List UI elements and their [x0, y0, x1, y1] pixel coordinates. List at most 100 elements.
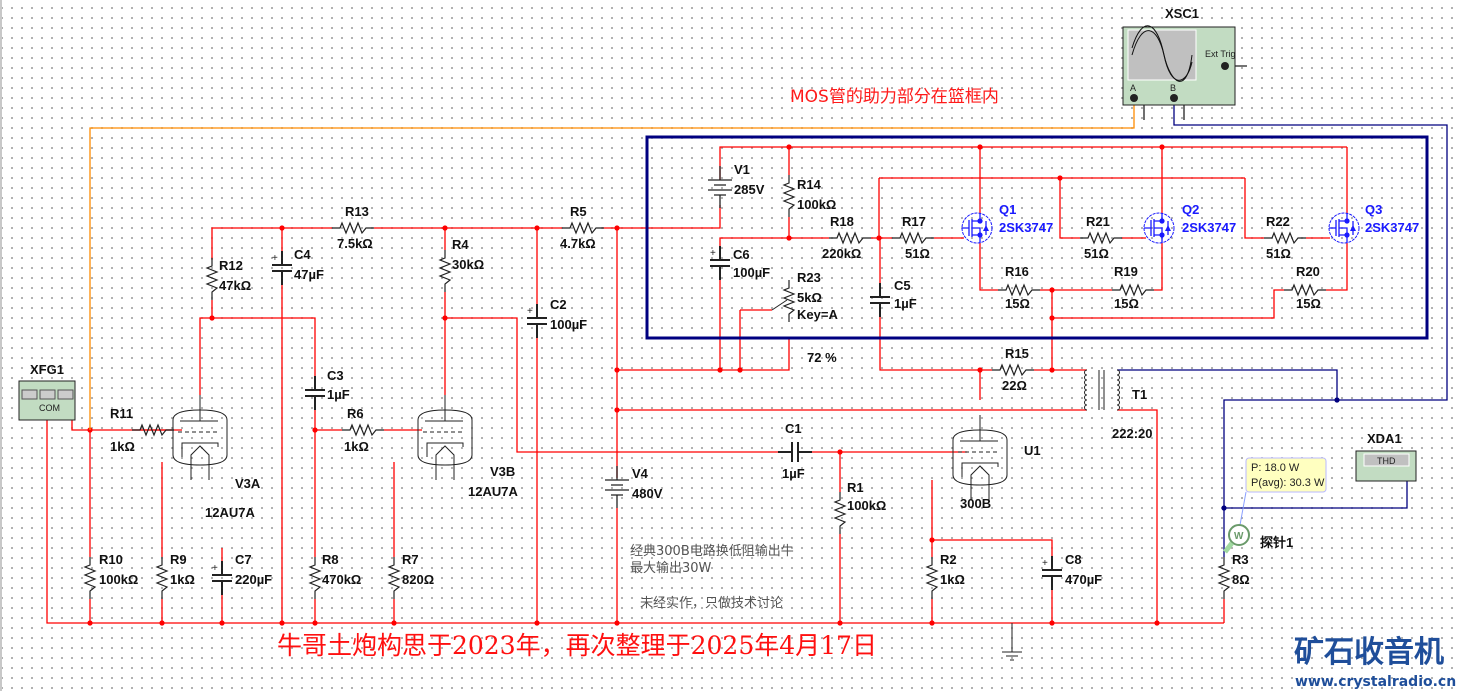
oscilloscope-xsc1[interactable]: Ext Trig A B XSC1: [1122, 6, 1236, 106]
battery-v4: [605, 466, 629, 508]
r19-value: 15Ω: [1114, 296, 1139, 311]
square-wave-icon[interactable]: [21, 389, 38, 400]
v3a-ref: V3A: [235, 476, 261, 491]
junction-dot: [876, 235, 882, 241]
plates: [710, 246, 730, 280]
junction-dot: [1221, 505, 1227, 511]
body-diode: [983, 225, 989, 231]
channel-b-label: B: [1170, 83, 1176, 93]
mosfet-symbol: [1144, 213, 1169, 243]
q2-value: 2SK3747: [1182, 220, 1236, 235]
plates: [870, 283, 890, 317]
r12-ref: R12: [219, 258, 243, 273]
wires: [46, 65, 1448, 626]
r2-value: 1kΩ: [940, 572, 965, 587]
junction-dot: [1049, 315, 1055, 321]
plates: [212, 561, 232, 595]
c4-value: 47µF: [294, 267, 324, 282]
mos-note: MOS管的助力部分在篮框内: [790, 87, 999, 107]
junction-dot: [279, 225, 285, 231]
wire: [46, 420, 1224, 624]
junction-dot: [534, 620, 540, 626]
r8-value: 470kΩ: [322, 572, 361, 587]
potentiometer-r23: [782, 280, 796, 322]
r8-ref: R8: [322, 552, 339, 567]
resistor-r15: [992, 363, 1034, 377]
heater: [435, 445, 455, 480]
channel-a-label: A: [1130, 83, 1136, 93]
battery-v1: [708, 166, 732, 208]
r9-ref: R9: [170, 552, 187, 567]
probe-power: P: 18.0 W: [1251, 462, 1300, 474]
r14-ref: R14: [797, 177, 822, 192]
resistor-r14: [782, 175, 796, 217]
schematic-title: 牛哥土炮构思于2023年，再次整理于2025年4月17日: [277, 631, 877, 660]
t1-ref: T1: [1132, 387, 1147, 402]
channel-a-terminal[interactable]: [1130, 94, 1138, 102]
heater: [970, 465, 990, 500]
distortion-analyzer-xda1[interactable]: THD XDA1: [1355, 431, 1417, 482]
function-generator-xfg1[interactable]: COM XFG1: [18, 362, 76, 421]
r6-value: 1kΩ: [344, 439, 369, 454]
tube-v3a: [172, 395, 228, 480]
r3-ref: R3: [1232, 552, 1249, 567]
wire: [1117, 409, 1158, 623]
resistor-r22: [1264, 231, 1306, 245]
r17-ref: R17: [902, 214, 926, 229]
junction-dot: [209, 315, 215, 321]
r20-value: 15Ω: [1296, 296, 1321, 311]
capacitor-c3: [305, 376, 325, 410]
v4-ref: V4: [632, 466, 649, 481]
r1-value: 100kΩ: [847, 498, 886, 513]
r21-ref: R21: [1086, 214, 1110, 229]
r21-value: 51Ω: [1084, 246, 1109, 261]
tube-envelope: [417, 409, 473, 466]
u1-ref: U1: [1024, 443, 1041, 458]
body-diode: [1350, 225, 1356, 231]
channel-b-terminal[interactable]: [1170, 94, 1178, 102]
wire: [602, 205, 721, 229]
c3-value: 1µF: [327, 387, 350, 402]
tube-v3b: [417, 395, 473, 480]
junction-dot: [312, 427, 318, 433]
plate: [960, 415, 998, 442]
q2-ref: Q2: [1182, 202, 1199, 217]
tube-envelope: [952, 429, 1008, 486]
junction-dot: [312, 620, 318, 626]
probe-ref: 探针1: [1260, 535, 1293, 550]
sine-wave-icon[interactable]: [39, 389, 56, 400]
r13-ref: R13: [345, 204, 369, 219]
thd-display: THD: [1377, 456, 1396, 466]
xda1-ref: XDA1: [1367, 431, 1402, 446]
pot-setting: 72 %: [807, 350, 837, 365]
junction-dot: [87, 620, 93, 626]
junction-dot: [614, 367, 620, 373]
junction-dot: [929, 537, 935, 543]
plus-sign: +: [272, 253, 278, 264]
resistor-r9: [155, 557, 169, 599]
xfg1-ref: XFG1: [30, 362, 64, 377]
junction-dot: [219, 620, 225, 626]
r16-ref: R16: [1005, 264, 1029, 279]
r7-value: 820Ω: [402, 572, 434, 587]
capacitor-c5: [870, 283, 890, 317]
wattmeter-probe-icon[interactable]: [1228, 524, 1250, 546]
tube-u1: [952, 415, 1008, 500]
xsc1-ref: XSC1: [1165, 6, 1199, 21]
logo-url: www.crystalradio.cn: [1295, 674, 1456, 690]
resistor-r1: [833, 492, 847, 534]
junction-dot: [391, 620, 397, 626]
junction-dot: [737, 367, 743, 373]
resistor-r13: [332, 221, 374, 235]
plus-sign: +: [527, 306, 533, 317]
triangle-wave-icon[interactable]: [57, 389, 74, 400]
resistor-r10: [83, 557, 97, 599]
power-probe[interactable]: P: 18.0 W P(avg): 30.3 W W 探针1: [1223, 457, 1327, 554]
r19-ref: R19: [1114, 264, 1138, 279]
junction-dot: [614, 620, 620, 626]
capacitor-c2: +: [527, 304, 547, 338]
ext-trig-terminal[interactable]: [1221, 62, 1229, 70]
disclaimer: 未经实作，只做技术讨论: [640, 596, 783, 611]
